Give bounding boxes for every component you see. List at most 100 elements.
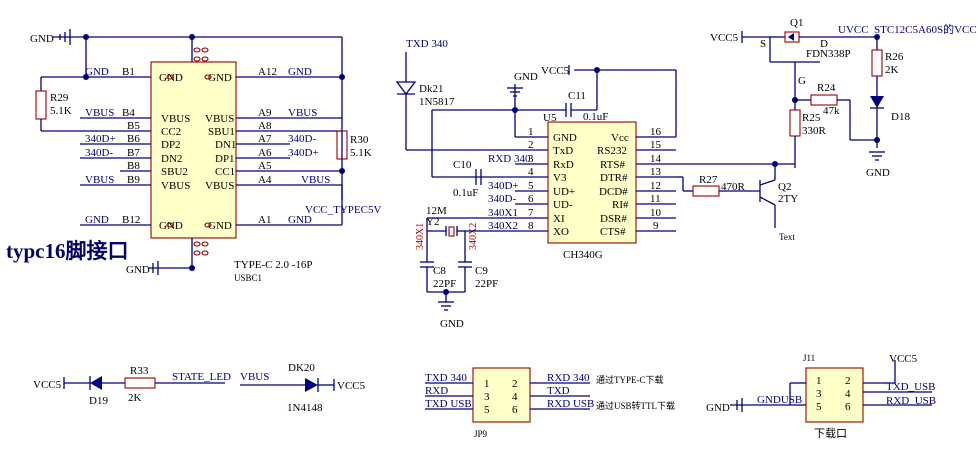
- svg-text:VCC5: VCC5: [337, 380, 366, 392]
- svg-text:UD-: UD-: [553, 199, 573, 211]
- svg-text:RTS#: RTS#: [600, 159, 626, 171]
- usbc-pin-num: B12: [122, 214, 140, 226]
- svg-text:GNDUSB: GNDUSB: [757, 394, 802, 406]
- svg-text:2: 2: [528, 139, 534, 151]
- svg-text:TXD USB: TXD USB: [425, 398, 472, 410]
- usbc-pin-name: SBU1: [208, 126, 235, 138]
- capacitor-c9: C9 22PF: [458, 261, 498, 292]
- usbc-pin-num: B5: [127, 120, 140, 132]
- diode-dk20: VBUS VCC5 DK20 1N4148: [240, 362, 366, 414]
- svg-text:FDN338P: FDN338P: [806, 48, 851, 60]
- usbc-pin-num: A12: [258, 66, 277, 78]
- net-label: VBUS: [85, 174, 114, 186]
- svg-text:VBUS: VBUS: [240, 371, 269, 383]
- gnd-symbol-top: GND: [30, 29, 342, 45]
- svg-text:Vcc: Vcc: [611, 132, 629, 144]
- svg-text:470R: 470R: [721, 181, 746, 193]
- header-jp9: 1 3 5 2 4 6 JP9 TXD 340 RXD TXD USB RXD …: [425, 367, 675, 439]
- capacitor-c10: C10 0.1uF: [453, 159, 482, 199]
- resistor-r29: R29 5.1K: [35, 76, 120, 132]
- usbc-pin-name: VBUS: [205, 180, 234, 192]
- svg-text:GND: GND: [866, 167, 890, 179]
- svg-text:C11: C11: [568, 90, 586, 102]
- usbc-pin-num: B7: [127, 147, 140, 159]
- svg-text:R26: R26: [885, 51, 904, 63]
- usbc-pin-num: A7: [258, 133, 272, 145]
- svg-text:1N5817: 1N5817: [419, 96, 455, 108]
- ch340-value: CH340G: [563, 249, 603, 261]
- svg-text:XI: XI: [553, 213, 565, 225]
- net-label: 340D+: [288, 147, 319, 159]
- svg-text:VCC5: VCC5: [889, 353, 918, 365]
- net-label: 340D-: [288, 133, 316, 145]
- svg-text:R33: R33: [130, 365, 149, 377]
- svg-text:R30: R30: [350, 134, 369, 146]
- svg-text:12: 12: [650, 180, 661, 192]
- resistor-r33: R33 2K STATE_LED: [124, 365, 231, 404]
- usbc-pin-name: CC2: [161, 126, 181, 138]
- svg-text:D: D: [820, 38, 828, 50]
- mosfet-q1: Q1 S D G FDN338P: [760, 17, 851, 100]
- svg-text:8: 8: [528, 220, 534, 232]
- svg-text:R24: R24: [817, 82, 836, 94]
- svg-text:VCC5: VCC5: [541, 65, 570, 77]
- svg-text:R27: R27: [699, 174, 718, 186]
- svg-text:16: 16: [650, 126, 662, 138]
- svg-text:5: 5: [484, 404, 490, 416]
- svg-text:DK20: DK20: [288, 362, 315, 374]
- svg-text:C10: C10: [453, 159, 472, 171]
- resistor-r26: R26 2K: [871, 37, 904, 96]
- svg-text:3: 3: [816, 388, 822, 400]
- svg-text:4: 4: [528, 166, 534, 178]
- svg-text:6: 6: [512, 404, 518, 416]
- usb-typec-connector: B1 B4 B5 B6 B7 B8 B9 B12 GND VBUS CC2 DP…: [80, 37, 342, 283]
- svg-text:V3: V3: [553, 172, 567, 184]
- svg-text:TXD: TXD: [547, 385, 570, 397]
- svg-text:RXD 340: RXD 340: [488, 153, 531, 165]
- usbc-pin-num: A4: [258, 174, 272, 186]
- svg-text:2K: 2K: [885, 64, 899, 76]
- svg-text:9: 9: [653, 220, 659, 232]
- svg-text:10: 10: [650, 207, 662, 219]
- usbc-designator: USBC1: [234, 273, 262, 283]
- net-label: VBUS: [85, 107, 114, 119]
- usbc-body: [150, 61, 237, 239]
- usbc-pin-name: VBUS: [205, 113, 234, 125]
- capacitor-c8: C8 22PF: [420, 261, 456, 292]
- usbc-pin-name: DP1: [215, 153, 235, 165]
- svg-text:1N4148: 1N4148: [287, 402, 323, 414]
- svg-text:340X2: 340X2: [488, 220, 518, 232]
- net-label: 340D+: [85, 133, 116, 145]
- usbc-pin-name: VBUS: [161, 180, 190, 192]
- svg-text:DCD#: DCD#: [599, 186, 628, 198]
- svg-text:Q2: Q2: [778, 181, 791, 193]
- svg-text:1: 1: [816, 375, 822, 387]
- svg-text:VCC5: VCC5: [710, 32, 739, 44]
- svg-text:5: 5: [528, 180, 534, 192]
- svg-text:47k: 47k: [823, 105, 840, 117]
- svg-text:3: 3: [528, 153, 534, 165]
- svg-text:2TY: 2TY: [778, 193, 798, 205]
- svg-text:5.1K: 5.1K: [50, 105, 72, 117]
- usbc-pin-num: B4: [122, 107, 135, 119]
- net-label: VCC_TYPEC5V: [305, 204, 381, 216]
- svg-text:J11: J11: [803, 353, 815, 363]
- svg-text:TxD: TxD: [553, 145, 573, 157]
- resistor-r24: R24 47k: [795, 82, 877, 141]
- svg-text:5.1K: 5.1K: [350, 147, 372, 159]
- usbc-pin-num: B9: [127, 174, 140, 186]
- svg-text:TXD_USB: TXD_USB: [886, 381, 936, 393]
- svg-text:GND: GND: [126, 264, 150, 276]
- svg-text:TXD 340: TXD 340: [406, 38, 448, 50]
- svg-text:2: 2: [845, 375, 851, 387]
- svg-text:DTR#: DTR#: [600, 172, 628, 184]
- svg-text:VCC5: VCC5: [33, 379, 62, 391]
- svg-text:XO: XO: [553, 226, 569, 238]
- svg-text:C9: C9: [475, 265, 488, 277]
- transistor-q2: R27 470R Q2 2TY Text: [676, 161, 798, 242]
- gnd-label: GND: [30, 33, 54, 45]
- svg-text:GND: GND: [514, 71, 538, 83]
- svg-text:11: 11: [650, 193, 661, 205]
- svg-text:RXD: RXD: [425, 385, 448, 397]
- net-label: GND: [85, 66, 109, 78]
